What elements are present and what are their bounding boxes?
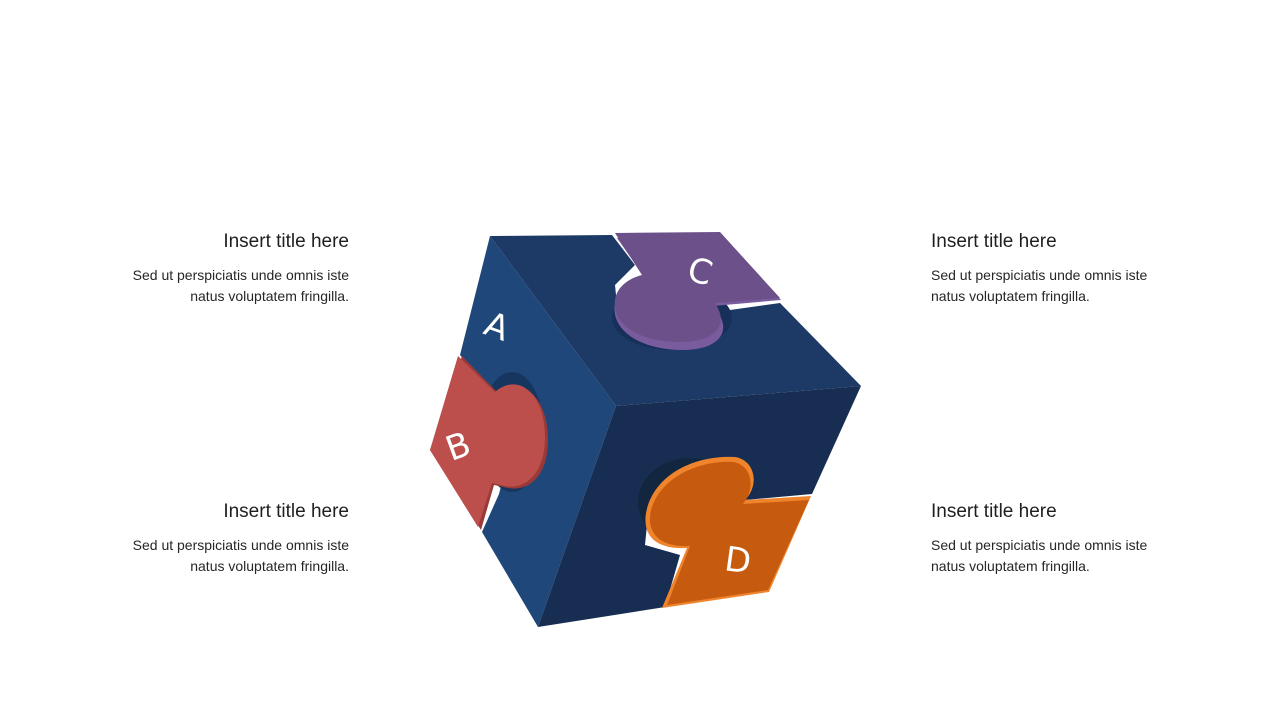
text-block-top-right: Insert title here Sed ut perspiciatis un… bbox=[931, 231, 1171, 307]
text-block-bottom-left: Insert title here Sed ut perspiciatis un… bbox=[109, 501, 349, 577]
text-block-top-left: Insert title here Sed ut perspiciatis un… bbox=[109, 231, 349, 307]
piece-d-orange bbox=[649, 461, 809, 605]
text-block-bottom-right: Insert title here Sed ut perspiciatis un… bbox=[931, 501, 1171, 577]
block-body: Sed ut perspiciatis unde omnis iste natu… bbox=[931, 537, 1148, 574]
piece-b-red bbox=[430, 356, 545, 527]
right-face bbox=[538, 386, 861, 627]
block-body: Sed ut perspiciatis unde omnis iste natu… bbox=[931, 267, 1148, 304]
block-title: Insert title here bbox=[931, 501, 1057, 522]
block-title: Insert title here bbox=[223, 501, 349, 522]
top-face bbox=[490, 235, 861, 406]
piece-c-top bbox=[614, 232, 780, 342]
block-body: Sed ut perspiciatis unde omnis iste natu… bbox=[132, 267, 349, 304]
block-body: Sed ut perspiciatis unde omnis iste natu… bbox=[132, 537, 349, 574]
block-title: Insert title here bbox=[223, 231, 349, 252]
block-title: Insert title here bbox=[931, 231, 1057, 252]
piece-d-letter: D bbox=[722, 539, 753, 582]
